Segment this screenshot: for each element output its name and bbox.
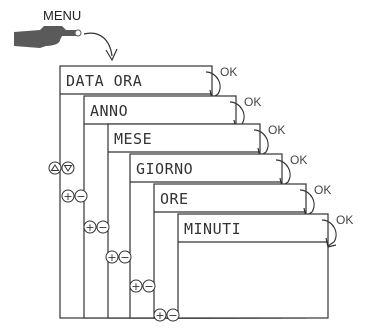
svg-text:−: − [168,309,177,322]
plus-icon[interactable]: + [129,279,143,293]
screen-frame [177,213,329,319]
plus-icon[interactable]: + [61,189,75,203]
plus-minus-buttons[interactable]: +− [61,189,88,203]
minus-icon[interactable]: − [142,279,156,293]
hand-press-icon [14,26,82,48]
plus-icon[interactable]: + [153,308,167,322]
minus-icon[interactable]: − [166,308,180,322]
screen-label-anno: ANNO [90,102,128,120]
button-panel: +−+−+−+−+− [48,161,180,322]
svg-text:−: − [144,280,153,293]
triangle-down-icon[interactable] [61,161,75,175]
screen-label-giorno: GIORNO [136,160,193,178]
minus-icon[interactable]: − [96,220,110,234]
ok-label: OK [220,65,237,79]
minus-icon[interactable]: − [118,250,132,264]
ok-label: OK [268,123,285,137]
ok-arrow-minuti: OK [321,213,353,248]
up-down-buttons[interactable] [48,161,75,175]
ok-label: OK [244,95,261,109]
screen-label-mese: MESE [114,130,152,148]
screen-minuti: MINUTI OK [177,213,353,319]
svg-text:+: + [155,309,164,322]
plus-minus-buttons[interactable]: +− [153,308,180,322]
svg-text:+: + [63,190,72,203]
plus-minus-buttons[interactable]: +− [129,279,156,293]
minus-icon[interactable]: − [74,189,88,203]
plus-minus-buttons[interactable]: +− [105,250,132,264]
plus-icon[interactable]: + [83,220,97,234]
plus-minus-buttons[interactable]: +− [83,220,110,234]
screen-label-data-ora: DATA ORA [66,72,142,90]
svg-text:+: + [107,251,116,264]
menu-label: MENU [43,8,81,23]
svg-text:−: − [120,251,129,264]
ok-label: OK [314,183,331,197]
screen-label-ore: ORE [160,190,189,208]
svg-text:+: + [85,221,94,234]
svg-text:−: − [76,190,85,203]
triangle-up-icon[interactable] [48,161,62,175]
svg-text:−: − [98,221,107,234]
ok-label: OK [336,213,353,227]
screen-label-minuti: MINUTI [184,220,241,238]
svg-text:+: + [131,280,140,293]
menu-arrow [83,32,118,62]
plus-icon[interactable]: + [105,250,119,264]
ok-label: OK [290,153,307,167]
